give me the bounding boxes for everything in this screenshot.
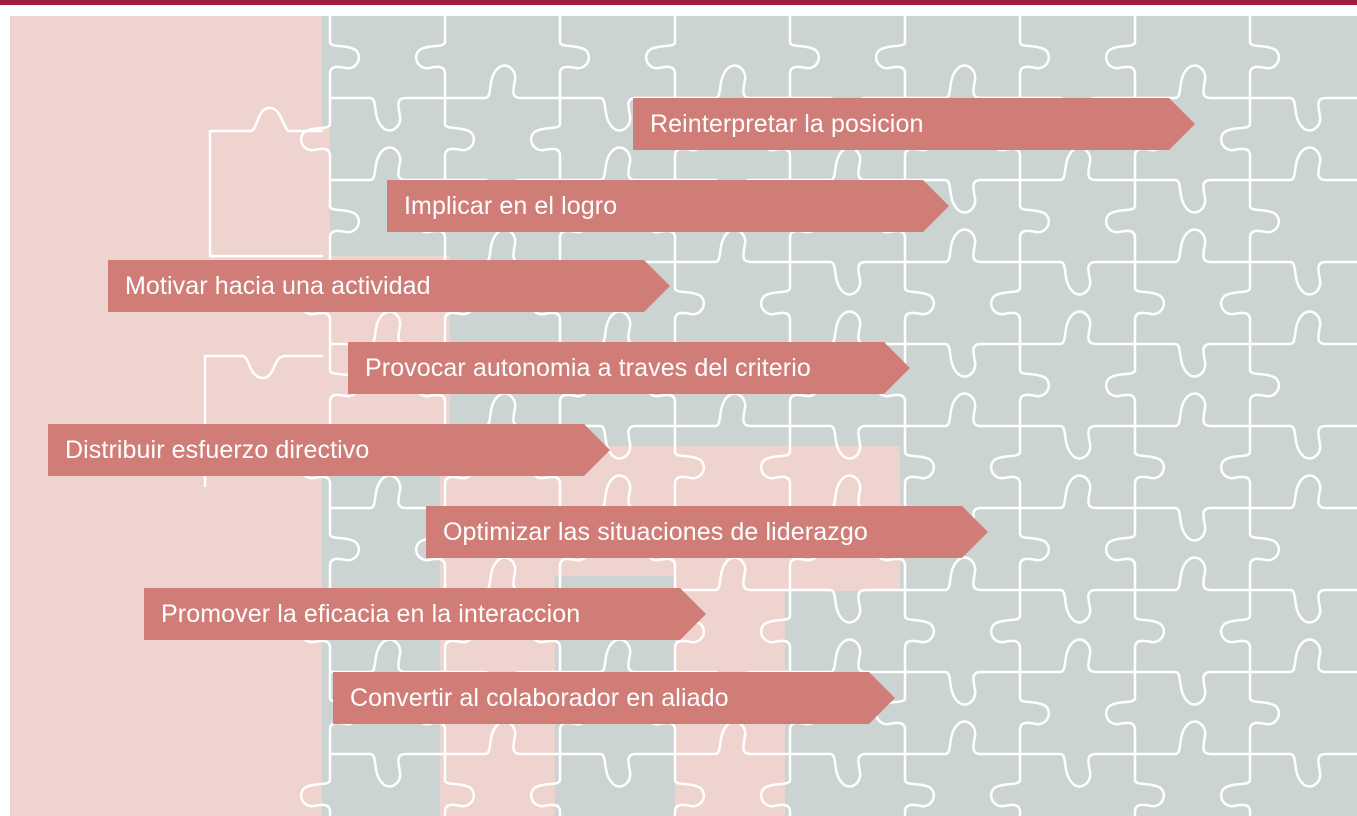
arrow-label: Distribuir esfuerzo directivo: [65, 436, 370, 464]
arrow-shape: [633, 98, 1195, 150]
arrow-shape: [387, 180, 949, 232]
arrow-shape: [426, 506, 988, 558]
arrow-label: Provocar autonomia a traves del criterio: [365, 354, 811, 382]
arrow-item: Promover la eficacia en la interaccion: [144, 588, 706, 640]
arrow-item: Reinterpretar la posicion: [633, 98, 1195, 150]
arrow-item: Optimizar las situaciones de liderazgo: [426, 506, 988, 558]
top-accent-bar: [0, 0, 1357, 5]
arrow-label: Motivar hacia una actividad: [125, 272, 431, 300]
arrow-item: Convertir al colaborador en aliado: [333, 672, 895, 724]
arrow-shape: [333, 672, 895, 724]
arrow-label: Promover la eficacia en la interaccion: [161, 600, 581, 628]
arrow-item: Provocar autonomia a traves del criterio: [348, 342, 910, 394]
arrow-item: Distribuir esfuerzo directivo: [48, 424, 610, 476]
arrow-label: Optimizar las situaciones de liderazgo: [443, 518, 868, 546]
arrow-shape: [48, 424, 610, 476]
arrow-item: Motivar hacia una actividad: [108, 260, 670, 312]
arrow-item: Implicar en el logro: [387, 180, 949, 232]
arrow-shape: [348, 342, 910, 394]
arrow-shape: [144, 588, 706, 640]
arrow-label: Convertir al colaborador en aliado: [350, 684, 729, 712]
arrow-label: Reinterpretar la posicion: [650, 110, 924, 138]
arrow-label: Implicar en el logro: [404, 192, 618, 220]
arrow-shape: [108, 260, 670, 312]
